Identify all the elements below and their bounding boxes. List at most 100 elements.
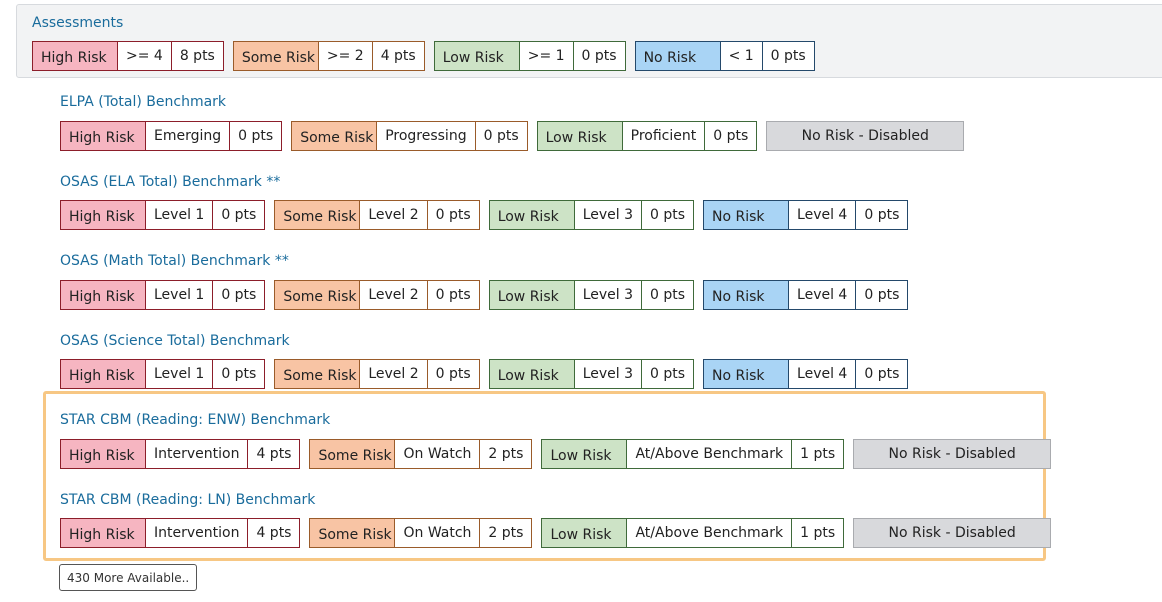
risk-label: High Risk xyxy=(60,200,146,230)
risk-label: Some Risk xyxy=(232,41,319,71)
points-value: 8 pts xyxy=(171,41,224,71)
level-label: Level 2 xyxy=(360,200,428,230)
risk-label: Some Risk xyxy=(309,518,396,548)
risk-label: No Risk xyxy=(703,280,790,310)
level-high-risk: High Risk Level 1 0 pts xyxy=(60,200,266,230)
legend-no-risk: No Risk < 1 0 pts xyxy=(634,41,815,71)
level-high-risk: High Risk Level 1 0 pts xyxy=(60,359,266,389)
points-value: 0 pts xyxy=(213,200,266,230)
points-value: 4 pts xyxy=(248,439,301,469)
level-some-risk: Some Risk Progressing 0 pts xyxy=(291,121,528,151)
benchmark-row: High Risk Emerging 0 pts Some Risk Progr… xyxy=(60,121,965,151)
level-some-risk: Some Risk Level 2 0 pts xyxy=(274,359,480,389)
level-label: Level 4 xyxy=(789,200,857,230)
level-some-risk: Some Risk Level 2 0 pts xyxy=(274,200,480,230)
risk-label: Low Risk xyxy=(433,41,520,71)
level-high-risk: High Risk Emerging 0 pts xyxy=(60,121,283,151)
risk-label: Some Risk xyxy=(291,121,378,151)
points-value: 0 pts xyxy=(705,121,758,151)
range-value: < 1 xyxy=(720,41,763,71)
level-high-risk: High Risk Intervention 4 pts xyxy=(60,518,301,548)
legend-some-risk: Some Risk >= 2 4 pts xyxy=(232,41,425,71)
level-some-risk: Some Risk Level 2 0 pts xyxy=(274,280,480,310)
risk-label: High Risk xyxy=(60,280,146,310)
points-value: 1 pts xyxy=(792,518,845,548)
level-label: Level 1 xyxy=(146,359,214,389)
points-value: 2 pts xyxy=(480,439,533,469)
benchmark-title[interactable]: STAR CBM (Reading: ENW) Benchmark xyxy=(60,412,331,428)
points-value: 0 pts xyxy=(427,200,480,230)
no-risk-disabled: No Risk - Disabled xyxy=(853,439,1052,469)
risk-label: Low Risk xyxy=(536,121,623,151)
risk-label: High Risk xyxy=(32,41,118,71)
risk-label: No Risk xyxy=(703,359,790,389)
risk-label: Some Risk xyxy=(274,280,361,310)
points-value: 2 pts xyxy=(480,518,533,548)
points-value: 0 pts xyxy=(856,359,909,389)
assessments-legend: High Risk >= 4 8 pts Some Risk >= 2 4 pt… xyxy=(32,41,824,71)
level-high-risk: High Risk Level 1 0 pts xyxy=(60,280,266,310)
benchmark-title[interactable]: STAR CBM (Reading: LN) Benchmark xyxy=(60,492,316,508)
benchmark-title[interactable]: OSAS (ELA Total) Benchmark ** xyxy=(60,174,281,190)
risk-label: No Risk xyxy=(634,41,721,71)
risk-label: Low Risk xyxy=(488,280,575,310)
points-value: 1 pts xyxy=(792,439,845,469)
benchmark-row: High Risk Intervention 4 pts Some Risk O… xyxy=(60,518,1052,548)
level-label: Progressing xyxy=(377,121,476,151)
assessments-title: Assessments xyxy=(32,15,124,31)
risk-label: High Risk xyxy=(60,439,146,469)
points-value: 0 pts xyxy=(230,121,283,151)
level-some-risk: Some Risk On Watch 2 pts xyxy=(309,439,533,469)
level-no-risk: No Risk Level 4 0 pts xyxy=(703,280,909,310)
points-value: 0 pts xyxy=(642,280,695,310)
level-low-risk: Low Risk At/Above Benchmark 1 pts xyxy=(541,439,845,469)
level-no-risk: No Risk Level 4 0 pts xyxy=(703,359,909,389)
points-value: 0 pts xyxy=(427,280,480,310)
points-value: 0 pts xyxy=(573,41,626,71)
points-value: 0 pts xyxy=(762,41,815,71)
benchmark-title[interactable]: OSAS (Science Total) Benchmark xyxy=(60,333,290,349)
level-label: On Watch xyxy=(395,439,481,469)
points-value: 0 pts xyxy=(856,200,909,230)
level-label: Emerging xyxy=(146,121,231,151)
points-value: 0 pts xyxy=(642,359,695,389)
level-label: At/Above Benchmark xyxy=(627,518,793,548)
risk-label: Some Risk xyxy=(274,200,361,230)
level-some-risk: Some Risk On Watch 2 pts xyxy=(309,518,533,548)
level-label: Proficient xyxy=(622,121,706,151)
no-risk-disabled: No Risk - Disabled xyxy=(766,121,965,151)
level-label: Level 3 xyxy=(574,359,642,389)
risk-label: No Risk xyxy=(703,200,790,230)
risk-label: Low Risk xyxy=(488,200,575,230)
benchmark-row: High Risk Intervention 4 pts Some Risk O… xyxy=(60,439,1052,469)
level-label: Level 4 xyxy=(789,359,857,389)
level-label: On Watch xyxy=(395,518,481,548)
level-low-risk: Low Risk Level 3 0 pts xyxy=(488,280,695,310)
no-risk-disabled: No Risk - Disabled xyxy=(853,518,1052,548)
risk-label: Some Risk xyxy=(309,439,396,469)
points-value: 0 pts xyxy=(213,359,266,389)
risk-label: Low Risk xyxy=(488,359,575,389)
level-label: Level 1 xyxy=(146,200,214,230)
benchmark-title[interactable]: ELPA (Total) Benchmark xyxy=(60,94,227,110)
level-label: Level 1 xyxy=(146,280,214,310)
level-label: Intervention xyxy=(146,439,249,469)
level-label: Level 3 xyxy=(574,280,642,310)
points-value: 0 pts xyxy=(642,200,695,230)
range-value: >= 1 xyxy=(519,41,574,71)
more-available-button[interactable]: 430 More Available.. xyxy=(59,564,198,591)
legend-low-risk: Low Risk >= 1 0 pts xyxy=(433,41,626,71)
risk-label: High Risk xyxy=(60,359,146,389)
benchmark-row: High Risk Level 1 0 pts Some Risk Level … xyxy=(60,280,917,310)
points-value: 4 pts xyxy=(248,518,301,548)
legend-high-risk: High Risk >= 4 8 pts xyxy=(32,41,224,71)
risk-label: High Risk xyxy=(60,121,146,151)
level-label: Intervention xyxy=(146,518,249,548)
benchmark-row: High Risk Level 1 0 pts Some Risk Level … xyxy=(60,200,917,230)
benchmark-title[interactable]: OSAS (Math Total) Benchmark ** xyxy=(60,253,289,269)
risk-label: Low Risk xyxy=(541,518,628,548)
level-label: Level 2 xyxy=(360,359,428,389)
level-low-risk: Low Risk Proficient 0 pts xyxy=(536,121,758,151)
level-low-risk: Low Risk Level 3 0 pts xyxy=(488,359,695,389)
level-label: At/Above Benchmark xyxy=(627,439,793,469)
